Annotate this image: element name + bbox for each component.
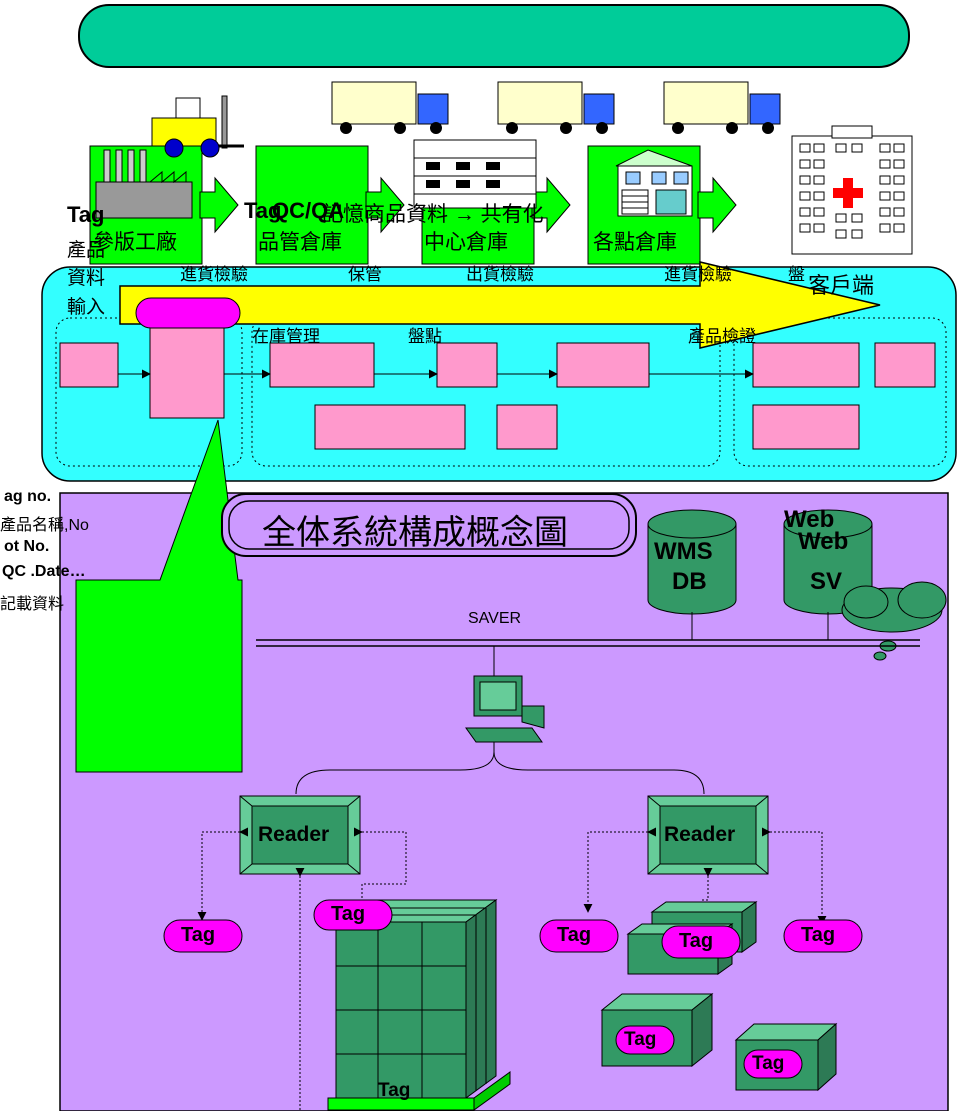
stage-box-qc xyxy=(255,145,369,265)
process-group-1 xyxy=(55,317,243,467)
wms-db-line2: DB xyxy=(672,568,707,595)
tag-text-box-1: Tag xyxy=(624,1029,657,1050)
hospital-icon xyxy=(791,125,913,255)
saver-label: SAVER xyxy=(468,610,522,627)
tag-input-line3: 輸入 xyxy=(67,297,106,318)
tag-record-line5: 記載資料 xyxy=(0,596,65,613)
tag-text-right-3: Tag xyxy=(801,924,836,946)
tag-capsule xyxy=(135,297,241,329)
truck-icon-3 xyxy=(663,81,781,134)
qcqa-label: QC/QA xyxy=(272,198,345,223)
process-box-tag-input xyxy=(149,317,225,419)
forklift-icon xyxy=(151,95,244,158)
tag-label-qc: Tag xyxy=(244,198,282,223)
tag-record-line2: 產品名稱,No xyxy=(0,517,89,534)
process-box-1 xyxy=(59,342,119,388)
tag-capsule-box-2 xyxy=(743,1049,803,1079)
system-title-frame xyxy=(221,493,637,557)
flow-arrow-3 xyxy=(531,176,571,234)
process-box-outbound xyxy=(556,342,650,388)
tag-input-title: Tag xyxy=(67,202,105,227)
computer-icon xyxy=(465,675,545,743)
tag-capsule-box-1 xyxy=(615,1025,675,1055)
process-box-customer xyxy=(874,342,936,388)
process-box-receive xyxy=(752,342,860,388)
share-info-text: 記憶商品資料 → 共有化 xyxy=(322,203,544,226)
warehouse-building-icon xyxy=(413,139,537,209)
stage-label-center-warehouse: 中心倉庫 xyxy=(424,231,508,254)
tag-capsule-pallet-top xyxy=(313,899,393,931)
factory-icon xyxy=(95,149,193,219)
tag-record-callout xyxy=(75,419,243,773)
rf-link-right-3 xyxy=(761,827,827,925)
process-label-storage: 保管 xyxy=(348,265,382,284)
reader-left-label: Reader xyxy=(258,823,330,846)
rf-link-left-2 xyxy=(353,827,407,900)
stage-label-point-warehouse: 各點倉庫 xyxy=(593,231,677,254)
tag-capsule-right-2 xyxy=(661,925,741,959)
rf-link-right-2 xyxy=(701,867,713,926)
tag-capsule-right-1 xyxy=(539,919,619,953)
tag-input-line2: 資料 xyxy=(67,268,106,289)
house-icon xyxy=(615,149,693,217)
flow-arrow-2 xyxy=(365,176,405,234)
stage-label-qc-warehouse: 品管倉庫 xyxy=(258,231,342,254)
tag-record-line1: ag no. xyxy=(4,488,52,505)
process-label-inventory: 盤點 xyxy=(408,327,442,346)
stage-label-factory: 參版工廠 xyxy=(93,231,177,254)
process-label-stock-mgmt: 在庫管理 xyxy=(252,327,320,346)
wms-db-cylinder xyxy=(647,509,737,615)
tag-text-pallet-top: Tag xyxy=(331,903,366,925)
tag-capsule-right-3 xyxy=(783,919,863,953)
tag-text-right-2: Tag xyxy=(679,930,714,952)
system-title: 全体系統構成概念圖 xyxy=(262,514,568,552)
process-label-inventory-2: 盤 xyxy=(788,265,805,284)
tag-text-left-floor: Tag xyxy=(181,924,216,946)
tag-record-line4: QC .Date… xyxy=(2,563,86,580)
tag-text-box-2: Tag xyxy=(752,1053,785,1074)
top-banner xyxy=(78,4,910,68)
process-label-inbound-check-2: 進貨檢驗 xyxy=(664,265,732,284)
tag-text-pallet-base: Tag xyxy=(378,1080,411,1101)
reader-right-label: Reader xyxy=(664,823,736,846)
tag-capsule-left-floor xyxy=(163,919,243,953)
web-sv-line2: SV xyxy=(810,568,843,595)
web-sv-line1: Web xyxy=(798,528,849,555)
truck-icon-2 xyxy=(497,81,615,134)
wms-db-line1: WMS xyxy=(654,538,713,565)
tag-record-line3: ot No. xyxy=(4,538,50,555)
process-label-product-check: 產品檢證 xyxy=(688,327,756,346)
process-label-inbound-check: 進貨檢驗 xyxy=(180,265,248,284)
process-label-outbound-check: 出貨檢驗 xyxy=(466,265,534,284)
truck-icon-1 xyxy=(331,81,449,134)
flow-arrow-1 xyxy=(199,176,239,234)
stage-label-customer: 客戶端 xyxy=(808,273,875,298)
tag-text-right-1: Tag xyxy=(557,924,592,946)
process-box-storage xyxy=(436,342,498,388)
cloud-icon xyxy=(841,581,947,661)
process-box-stock xyxy=(314,404,466,450)
reader-left-box xyxy=(239,795,361,875)
process-box-check xyxy=(752,404,860,450)
network-line-left xyxy=(295,742,495,795)
rf-link-right-1 xyxy=(583,827,657,913)
flow-arrow-4 xyxy=(697,176,737,234)
network-line-right xyxy=(493,751,705,795)
pallet-stack-icon xyxy=(327,899,511,1111)
web-sv-overlap: Web xyxy=(784,506,835,533)
tag-input-line1: 產品 xyxy=(67,240,106,261)
process-group-3 xyxy=(733,317,947,467)
process-box-inventory xyxy=(496,404,558,450)
rf-link-left-1 xyxy=(197,827,249,921)
process-box-inbound xyxy=(269,342,375,388)
